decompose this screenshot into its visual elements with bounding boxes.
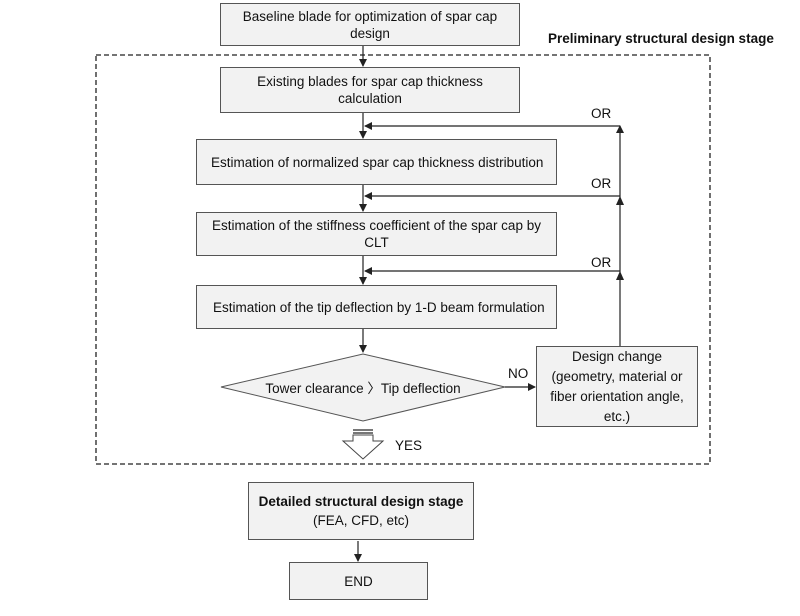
or-junction-head-2	[616, 196, 624, 205]
design-change-line-3: fiber orientation angle, etc.)	[550, 388, 684, 424]
stage-label: Preliminary structural design stage	[548, 31, 774, 46]
design-change-line-2: (geometry, material or	[551, 368, 683, 384]
design-change-box: Design change (geometry, material or fib…	[536, 346, 698, 427]
stage-border	[95, 54, 711, 465]
decision-label: Tower clearance 〉Tip deflection	[265, 381, 461, 396]
or-label-2: OR	[591, 176, 612, 191]
or-label-1: OR	[591, 106, 612, 121]
normalized-thickness-box: Estimation of normalized spar cap thickn…	[196, 139, 557, 185]
baseline-blade-box: Baseline blade for optimization of spar …	[220, 3, 520, 46]
or-label-3: OR	[591, 255, 612, 270]
no-label: NO	[508, 366, 529, 381]
tip-deflection-box: Estimation of the tip deflection by 1-D …	[196, 285, 557, 329]
design-change-line-1: Design change	[571, 348, 663, 364]
detailed-design-title: Detailed structural design stage	[258, 494, 464, 509]
end-box: END	[289, 562, 428, 600]
or-junction-head-3	[616, 271, 624, 280]
existing-blades-box: Existing blades for spar cap thickness c…	[220, 67, 520, 113]
yes-label: YES	[395, 438, 423, 453]
detailed-design-subtitle: (FEA, CFD, etc)	[312, 513, 409, 528]
yes-block-arrow	[341, 429, 385, 460]
detailed-design-box: Detailed structural design stage (FEA, C…	[248, 482, 474, 540]
stiffness-coefficient-box: Estimation of the stiffness coefficient …	[196, 212, 557, 256]
